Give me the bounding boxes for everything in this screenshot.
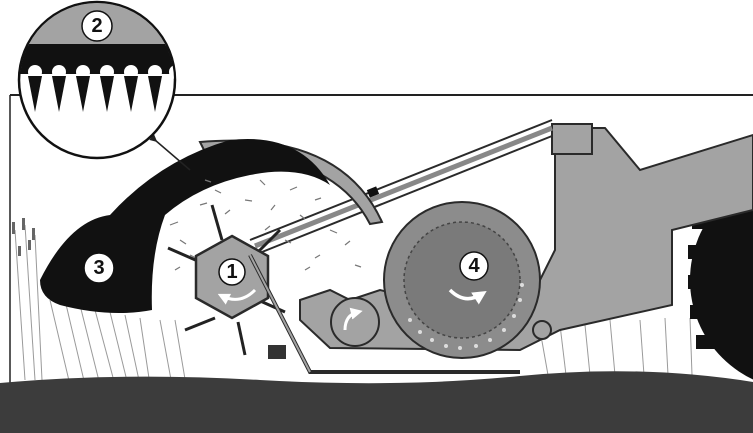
label-3: 3 — [84, 253, 114, 283]
label-1: 1 — [219, 259, 245, 285]
label-1-text: 1 — [226, 261, 237, 283]
drum-inner — [404, 222, 520, 338]
auger-roller — [331, 298, 379, 346]
label-4: 4 — [460, 252, 488, 280]
label-2-text: 2 — [91, 15, 102, 37]
ground — [0, 371, 753, 433]
comb-detail-inset: 2 — [18, 2, 183, 158]
label-2: 2 — [82, 11, 112, 41]
top-box — [552, 124, 592, 154]
label-3-text: 3 — [93, 257, 104, 279]
label-4-text: 4 — [468, 255, 480, 277]
linkage-block — [268, 345, 286, 359]
small-roller — [533, 321, 551, 339]
